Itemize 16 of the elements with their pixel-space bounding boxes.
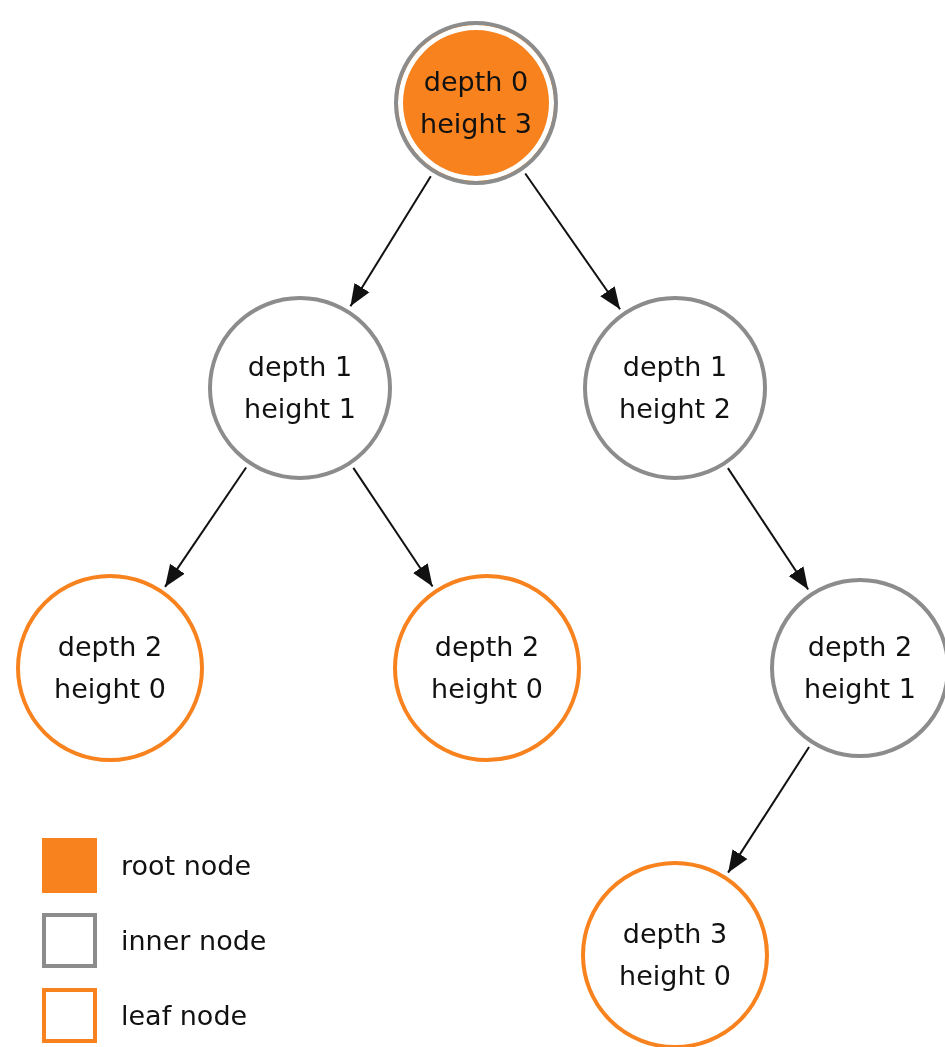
arrow (727, 746, 811, 874)
arrow (524, 172, 622, 311)
node-label: depth 2 height 0 (430, 630, 544, 706)
legend-label: leaf node (121, 1000, 248, 1031)
node-label: depth 3 height 0 (618, 917, 732, 993)
arrow (726, 467, 810, 591)
node-label: depth 1 height 1 (243, 350, 357, 426)
node-label: depth 2 height 1 (803, 630, 917, 706)
legend-label: inner node (121, 925, 267, 956)
node-label: depth 1 height 2 (618, 350, 732, 426)
arrow (349, 175, 432, 308)
legend-label: root node (121, 850, 252, 881)
node-label: depth 2 height 0 (53, 630, 167, 706)
arrow (352, 466, 434, 588)
arrow (164, 466, 248, 588)
node-label: depth 0 height 3 (419, 65, 533, 141)
